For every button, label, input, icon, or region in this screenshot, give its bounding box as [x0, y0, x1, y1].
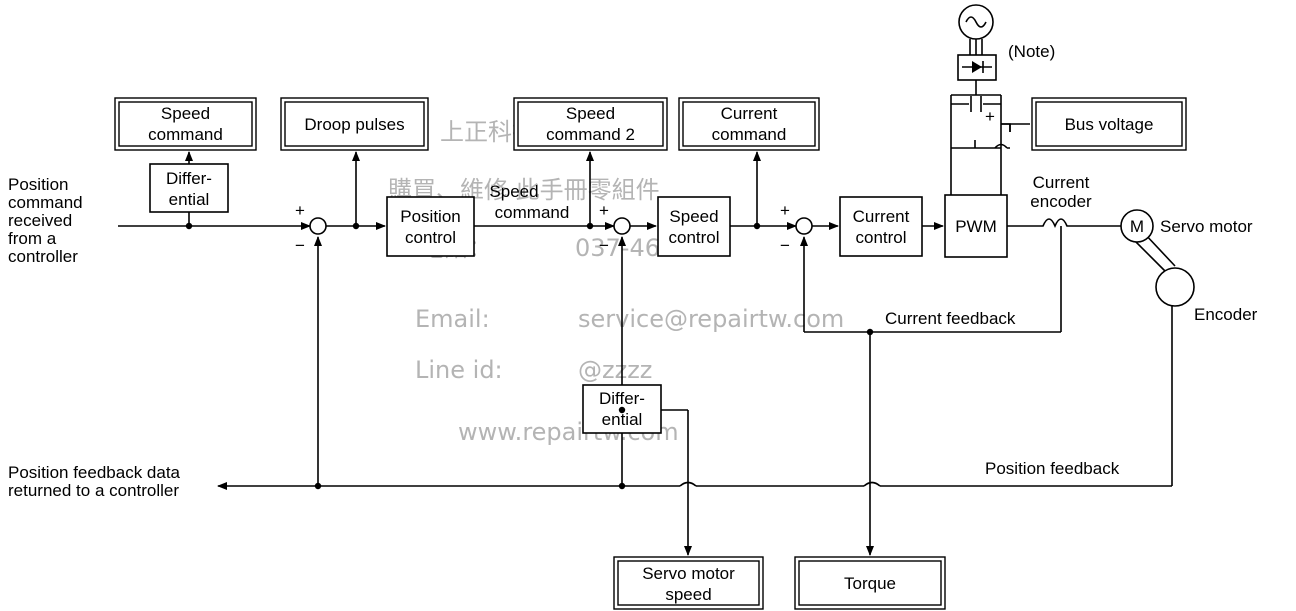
- note-label: (Note): [1008, 42, 1055, 61]
- monitor-speed-command: Speed command: [114, 97, 257, 151]
- monitor-current-command-line2: command: [712, 125, 787, 144]
- svg-text:+: +: [295, 201, 305, 220]
- monitor-speed-command-2-line1: Speed: [566, 104, 615, 123]
- monitor-speed-command-2: Speed command 2: [513, 97, 668, 151]
- svg-text:received: received: [8, 211, 72, 230]
- monitor-droop-pulses: Droop pulses: [280, 97, 429, 151]
- capacitor-symbol: +: [970, 96, 995, 126]
- svg-text:command: command: [8, 193, 83, 212]
- monitor-droop-pulses-label: Droop pulses: [304, 115, 404, 134]
- svg-text:returned to a controller: returned to a controller: [8, 481, 179, 500]
- svg-text:Speed: Speed: [669, 207, 718, 226]
- monitor-speed-command-line1: Speed: [161, 104, 210, 123]
- block-pwm: PWM: [944, 194, 1008, 258]
- block-differential-2: Differ- ential: [582, 384, 662, 434]
- current-encoder-label-line2: encoder: [1030, 192, 1092, 211]
- encoder-label: Encoder: [1194, 305, 1258, 324]
- watermark-lineid: @zzzz: [578, 356, 652, 384]
- watermark-lineid-label: Line id:: [415, 356, 503, 384]
- block-differential-1: Differ- ential: [149, 163, 229, 213]
- svg-text:Differ-: Differ-: [599, 389, 645, 408]
- block-position-control: Position control: [386, 196, 475, 257]
- summing-junction-position: + −: [295, 201, 327, 255]
- servo-motor-label: Servo motor: [1160, 217, 1253, 236]
- servo-motor-symbol: M: [1120, 209, 1154, 243]
- monitor-torque-label: Torque: [844, 574, 896, 593]
- summing-junction-speed: + −: [599, 201, 631, 255]
- monitor-speed-command-2-line2: command 2: [546, 125, 635, 144]
- svg-text:PWM: PWM: [955, 217, 997, 236]
- rectifier-symbol: [957, 54, 997, 95]
- svg-text:Position: Position: [400, 207, 460, 226]
- svg-text:+: +: [985, 107, 995, 126]
- svg-text:+: +: [780, 201, 790, 220]
- block-speed-control: Speed control: [657, 196, 731, 257]
- svg-text:control: control: [405, 228, 456, 247]
- monitor-torque: Torque: [794, 556, 946, 610]
- svg-text:Differ-: Differ-: [166, 169, 212, 188]
- monitor-servo-motor-speed: Servo motor speed: [613, 556, 764, 610]
- current-encoder-label-line1: Current: [1033, 173, 1090, 192]
- position-feedback-output-label: Position feedback data returned to a con…: [8, 463, 181, 500]
- svg-text:−: −: [295, 236, 305, 255]
- svg-text:control: control: [855, 228, 906, 247]
- junction-dots: [185, 222, 874, 490]
- svg-text:−: −: [599, 236, 609, 255]
- monitor-current-command: Current command: [678, 97, 820, 151]
- position-command-input-label: Position command received from a control…: [8, 175, 83, 266]
- ac-power-source: [958, 4, 994, 55]
- monitor-bus-voltage-label: Bus voltage: [1065, 115, 1154, 134]
- watermark-email-label: Email:: [415, 305, 490, 333]
- svg-text:M: M: [1130, 217, 1144, 236]
- svg-text:controller: controller: [8, 247, 78, 266]
- speed-command-signal-line2: command: [495, 203, 570, 222]
- monitor-bus-voltage: Bus voltage: [1031, 97, 1187, 151]
- svg-text:Position: Position: [8, 175, 68, 194]
- svg-text:Current: Current: [853, 207, 910, 226]
- monitor-current-command-line1: Current: [721, 104, 778, 123]
- svg-text:ential: ential: [602, 410, 643, 429]
- speed-command-signal-line1: Speed: [489, 182, 538, 201]
- svg-text:ential: ential: [169, 190, 210, 209]
- current-feedback-label: Current feedback: [885, 309, 1016, 328]
- encoder-symbol: [1155, 267, 1195, 307]
- summing-junction-current: + −: [780, 201, 813, 255]
- svg-text:Position feedback data: Position feedback data: [8, 463, 181, 482]
- monitor-speed-command-line2: command: [148, 125, 223, 144]
- monitor-servo-motor-speed-line2: speed: [665, 585, 711, 604]
- monitor-servo-motor-speed-line1: Servo motor: [642, 564, 735, 583]
- svg-text:+: +: [599, 201, 609, 220]
- block-current-control: Current control: [839, 196, 923, 257]
- svg-text:control: control: [668, 228, 719, 247]
- svg-text:−: −: [780, 236, 790, 255]
- position-feedback-label: Position feedback: [985, 459, 1120, 478]
- svg-text:from a: from a: [8, 229, 57, 248]
